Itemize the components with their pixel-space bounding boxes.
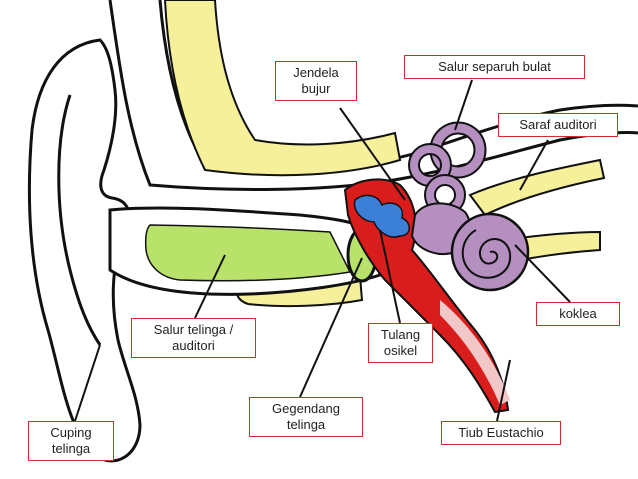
leader-tiub-eustachio [496,359,511,422]
leader-koklea [514,244,571,303]
leader-salur-telinga [194,254,226,319]
ear-canal-green [144,224,352,282]
leader-salur-separuh-bulat [454,79,473,131]
middle-ear-red [343,178,510,414]
leader-jendela-bujur [339,107,406,201]
label-tiub-eustachio: Tiub Eustachio [441,421,561,445]
label-cuping-telinga: Cuping telinga [28,421,114,461]
oval-window-blue [353,194,410,238]
leader-tulang-osikel [379,229,401,324]
cochlea-spiral [461,229,512,279]
auditory-nerve [468,158,606,217]
leader-saraf-auditori [519,139,549,191]
bone-region-upper [163,0,402,177]
eustachian-tube-pink [440,300,510,405]
label-tulang-osikel: Tulang osikel [368,323,433,363]
leader-cuping-telinga [74,344,101,422]
label-salur-telinga: Salur telinga / auditori [131,318,256,358]
label-koklea: koklea [536,302,620,326]
outer-ear-shape [27,38,142,463]
label-salur-separuh-bulat: Salur separuh bulat [404,55,585,79]
leader-gegendang-telinga [299,257,363,398]
label-gegendang-telinga: Gegendang telinga [249,397,363,437]
label-jendela-bujur: Jendela bujur [275,61,357,101]
outer-ear-fold [57,94,102,346]
label-saraf-auditori: Saraf auditori [498,113,618,137]
